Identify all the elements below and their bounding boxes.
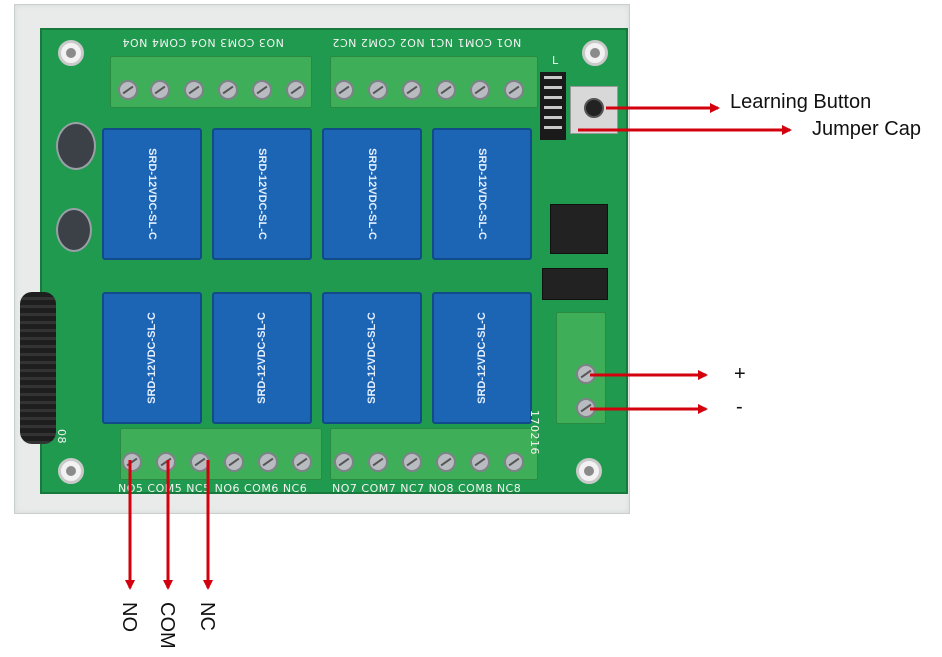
plus-label: + [734, 363, 746, 385]
relay-board: NO3 COM3 NO4 COM4 NO4 NO1 COM1 NC1 NO2 C… [40, 28, 628, 495]
bottom-terminal-block-right [330, 428, 538, 480]
top-terminal-block-left [110, 56, 312, 108]
jumper-header [540, 72, 566, 140]
screw [368, 452, 388, 472]
minus-label: - [736, 396, 743, 418]
screw [292, 452, 312, 472]
screw [368, 80, 388, 100]
capacitor-small [56, 208, 92, 252]
com-label: COM [156, 602, 178, 649]
screw [470, 80, 490, 100]
bottom-terminal-block-left [120, 428, 322, 480]
no-label: NO [118, 602, 140, 632]
screw [150, 80, 170, 100]
screw [436, 452, 456, 472]
relay-3: SRD-12VDC-SL-C [322, 128, 422, 260]
screw [224, 452, 244, 472]
mounting-hole-bottom-left [58, 458, 84, 484]
relay-6: SRD-12VDC-SL-C [212, 292, 312, 424]
relay-8: SRD-12VDC-SL-C [432, 292, 532, 424]
antenna-coil [20, 292, 56, 444]
screw [258, 452, 278, 472]
screw [470, 452, 490, 472]
screw [334, 452, 354, 472]
ic-chip-upper [550, 204, 608, 254]
screw [252, 80, 272, 100]
screw [402, 452, 422, 472]
screw [504, 452, 524, 472]
relay-1: SRD-12VDC-SL-C [102, 128, 202, 260]
learning-button-label: Learning Button [730, 91, 872, 113]
mounting-hole-top-right [582, 40, 608, 66]
top-terminal-block-right [330, 56, 538, 108]
nc-label: NC [196, 602, 218, 631]
jumper-cap-label: Jumper Cap [812, 118, 921, 140]
bottom-terminal-label-left: NO5 COM5 NC5 NO6 COM6 NC6 [118, 482, 308, 495]
screw [218, 80, 238, 100]
screw [286, 80, 306, 100]
screw [156, 452, 176, 472]
screw [402, 80, 422, 100]
bottom-terminal-label-right: NO7 COM7 NC7 NO8 COM8 NC8 [332, 482, 522, 495]
relay-2: SRD-12VDC-SL-C [212, 128, 312, 260]
screw [122, 452, 142, 472]
screw [184, 80, 204, 100]
screw [334, 80, 354, 100]
capacitor-large [56, 122, 96, 170]
relay-4: SRD-12VDC-SL-C [432, 128, 532, 260]
mounting-hole-top-left [58, 40, 84, 66]
jumper-mark: L [552, 54, 559, 67]
learning-button[interactable] [584, 98, 604, 118]
screw [436, 80, 456, 100]
screw [504, 80, 524, 100]
screw [118, 80, 138, 100]
relay-5: SRD-12VDC-SL-C [102, 292, 202, 424]
relay-7: SRD-12VDC-SL-C [322, 292, 422, 424]
mounting-hole-bottom-right [576, 458, 602, 484]
ic-chip-lower [542, 268, 608, 300]
